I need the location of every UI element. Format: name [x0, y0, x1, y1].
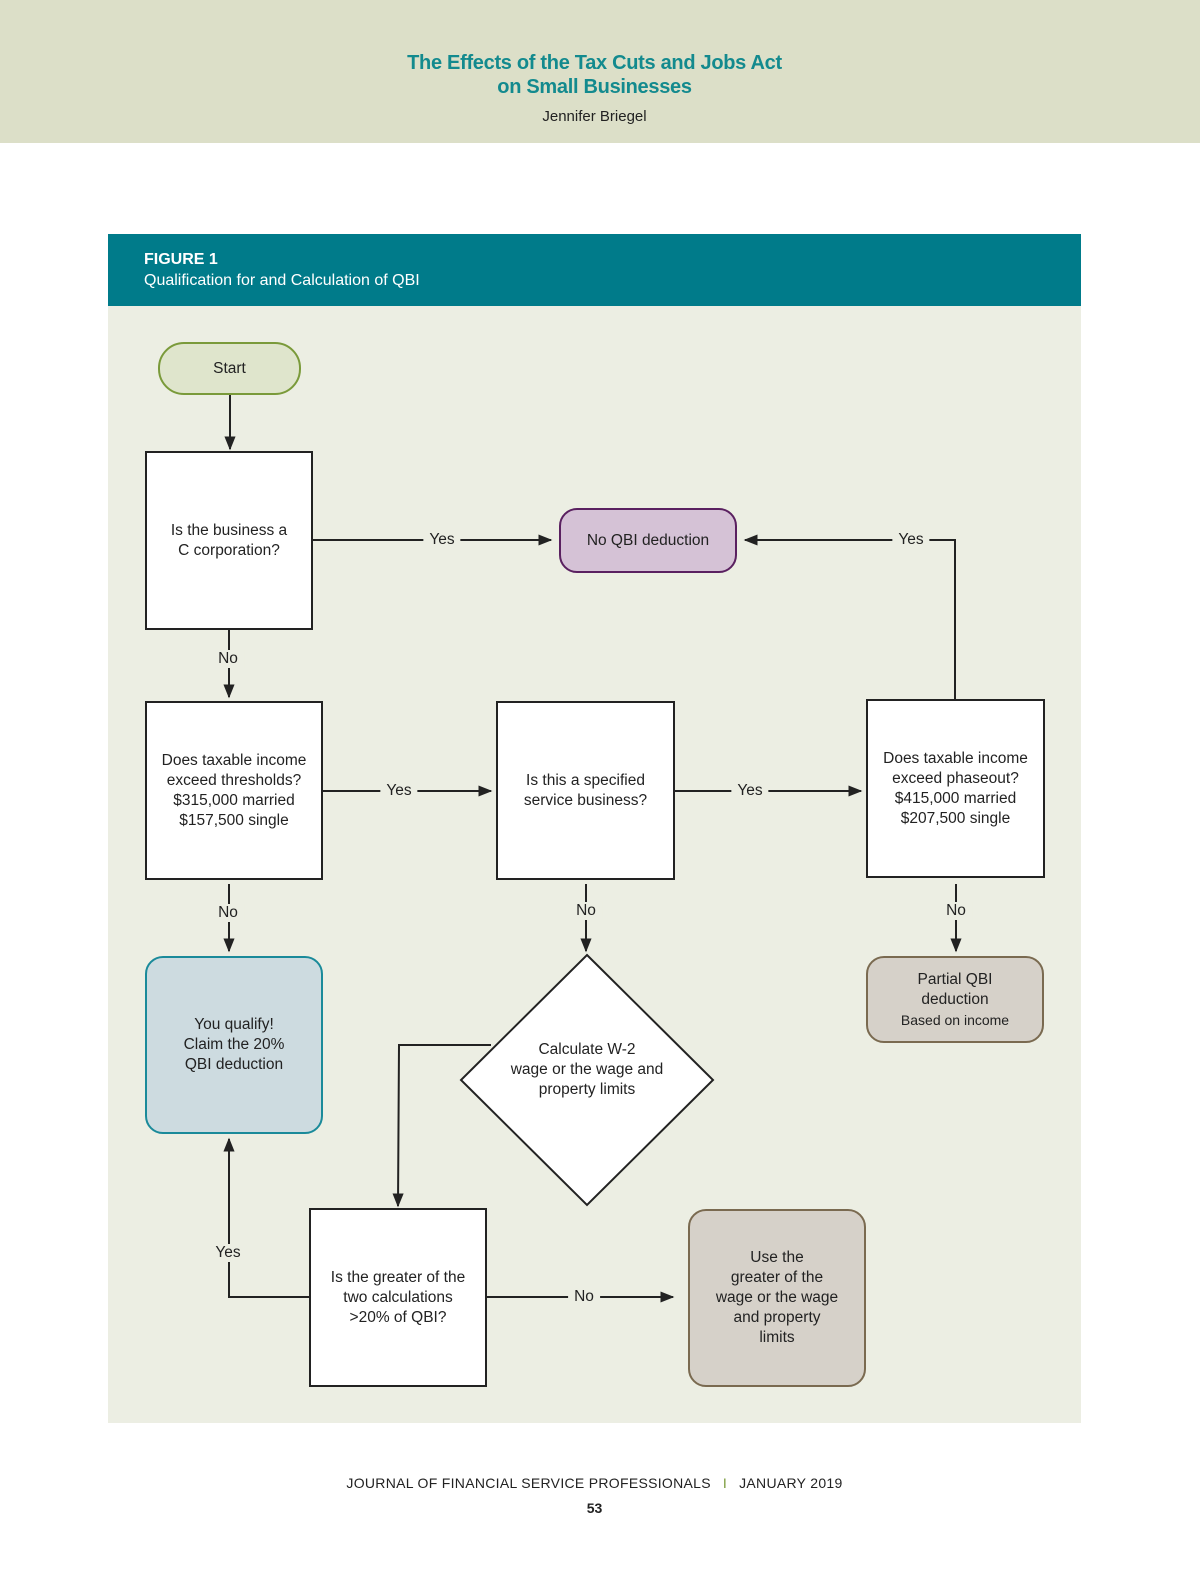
node-text: property limits	[538, 1081, 636, 1098]
edge-label-yes: Yes	[423, 531, 461, 549]
edge-label-yes: Yes	[209, 1244, 247, 1262]
node-text: deduction	[921, 990, 989, 1008]
node-note: Based on income	[900, 1011, 1010, 1028]
calculate-diamond-text: Calculate W-2 wage or the wage and propert…	[497, 1040, 677, 1112]
edge-label-no: No	[570, 902, 602, 920]
node-text: Use the	[750, 1249, 804, 1266]
qualify-result: You qualify! Claim the 20% QBI deduction	[145, 956, 323, 1134]
edge-label-yes: Yes	[380, 782, 418, 800]
node-text: Start	[213, 359, 246, 377]
edge-phaseout-noqbi	[743, 534, 956, 699]
node-text: C corporation?	[178, 541, 280, 559]
thresholds-decision: Does taxable income exceed thresholds? $31…	[145, 701, 323, 880]
article-title-line1: The Effects of the Tax Cuts and Jobs Act	[407, 52, 782, 74]
node-text: >20% of QBI?	[349, 1308, 447, 1326]
node-text: Is this a specified	[526, 771, 645, 789]
node-text: wage or the wage	[715, 1289, 839, 1306]
figure-caption: Qualification for and Calculation of QBI	[144, 272, 420, 289]
node-text: Claim the 20%	[183, 1036, 285, 1053]
page-number: 53	[586, 1500, 603, 1516]
edge-calculate-greater	[392, 1044, 491, 1208]
node-text: $415,000 married	[894, 789, 1017, 807]
node-text: Is the business a	[170, 521, 288, 539]
edge-label-yes: Yes	[892, 531, 930, 549]
figure-header: FIGURE 1 Qualification for and Calculati…	[108, 234, 1081, 306]
figure-label: FIGURE 1	[144, 251, 218, 268]
node-text: limits	[759, 1329, 795, 1346]
node-text: wage or the wage and	[510, 1061, 664, 1078]
node-text: exceed phaseout?	[892, 769, 1019, 787]
node-text: two calculations	[343, 1288, 453, 1306]
edge-greater-qualify	[223, 1137, 309, 1298]
node-text: Is the greater of the	[330, 1268, 466, 1286]
header-band	[0, 0, 1200, 143]
no-qbi-result: No QBI deduction	[559, 508, 737, 573]
phaseout-decision: Does taxable income exceed phaseout? $415,…	[866, 699, 1045, 878]
edge-label-no: No	[940, 902, 972, 920]
c-corp-decision: Is the business a C corporation?	[145, 451, 313, 630]
article-title-line2: on Small Businesses	[497, 76, 692, 98]
node-text: exceed thresholds?	[166, 771, 302, 789]
node-text: Does taxable income	[161, 751, 307, 769]
calculate-diamond-shape	[459, 953, 715, 1207]
node-text: $315,000 married	[173, 791, 295, 809]
edge-label-no: No	[568, 1288, 600, 1306]
node-text: Calculate W-2	[538, 1041, 636, 1058]
specified-service-decision: Is this a specified service business?	[496, 701, 675, 880]
start-node: Start	[158, 342, 301, 395]
edge-label-no: No	[212, 904, 244, 922]
node-text: Does taxable income	[883, 749, 1028, 767]
use-greater-result: Use the greater of the wage or the wage and…	[688, 1209, 866, 1387]
node-text: and property	[733, 1309, 821, 1326]
edge-label-yes: Yes	[731, 782, 769, 800]
greater-decision: Is the greater of the two calculations >20…	[309, 1208, 487, 1387]
issue-date: JANUARY 2019	[739, 1475, 843, 1491]
node-text: $207,500 single	[900, 809, 1011, 827]
node-text: Partial QBI	[917, 970, 993, 988]
footer-separator: I	[722, 1475, 728, 1491]
node-text: $157,500 single	[179, 811, 289, 829]
node-text: No QBI deduction	[586, 531, 710, 549]
author: Jennifer Briegel	[542, 108, 647, 125]
footer: JOURNAL OF FINANCIAL SERVICE PROFESSIONA…	[0, 1475, 1189, 1491]
node-text: greater of the	[730, 1269, 824, 1286]
node-text: QBI deduction	[184, 1056, 284, 1073]
journal-name: JOURNAL OF FINANCIAL SERVICE PROFESSIONA…	[346, 1475, 711, 1491]
node-text: You qualify!	[194, 1016, 274, 1033]
edge-label-no: No	[212, 650, 244, 668]
node-text: service business?	[523, 791, 648, 809]
